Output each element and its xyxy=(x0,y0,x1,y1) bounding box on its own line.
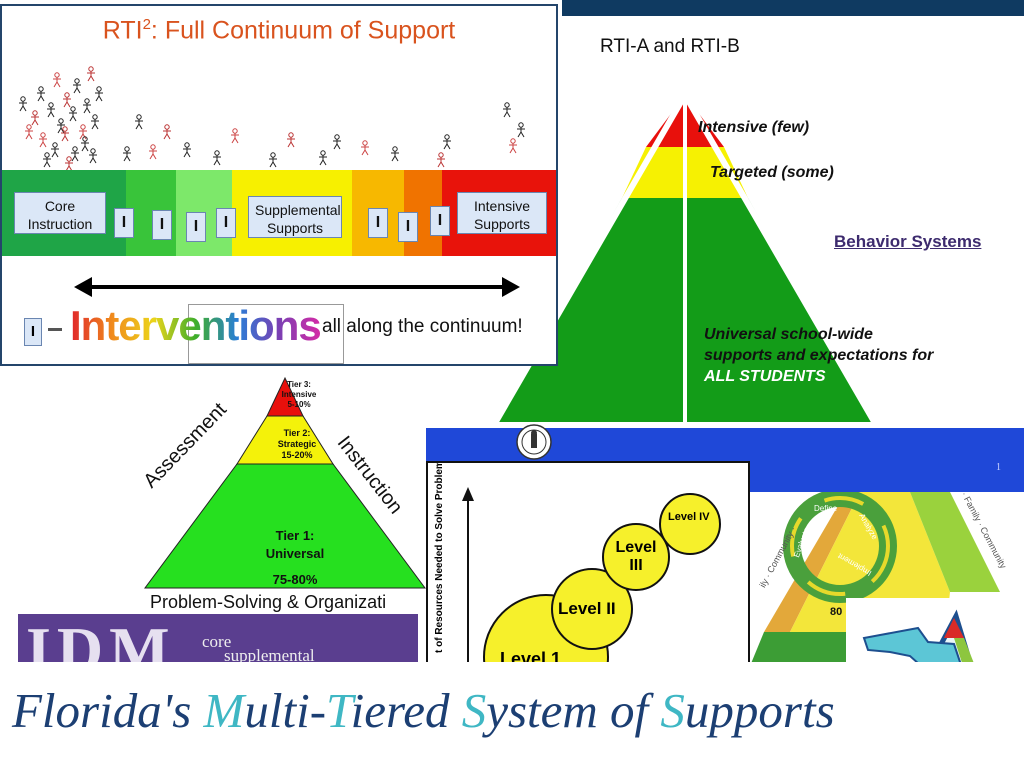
interventions-word: Interventions xyxy=(70,302,322,349)
student-figure-icon xyxy=(162,124,172,142)
student-figure-icon xyxy=(36,86,46,104)
student-figure-icon xyxy=(52,72,62,90)
student-figure-icon xyxy=(230,128,240,146)
tier2-label: Tier 2: Strategic 15-20% xyxy=(277,428,317,460)
student-figure-icon xyxy=(38,132,48,150)
student-figure-icon xyxy=(50,142,60,160)
student-figure-icon xyxy=(42,152,52,170)
student-figure-icon xyxy=(68,106,78,124)
student-figure-icon xyxy=(60,126,70,144)
level4-circle xyxy=(659,493,721,555)
student-figure-icon xyxy=(182,142,192,160)
idm-letters: IDM xyxy=(26,614,176,667)
student-figure-icon xyxy=(88,148,98,166)
level2-label: Level II xyxy=(558,599,616,618)
levels-svg xyxy=(462,487,721,664)
tier3-label: Tier 3: Intensive 5-10% xyxy=(281,380,317,409)
level2-circle xyxy=(551,568,633,650)
top-accent-bar xyxy=(562,0,1024,16)
student-figure-icon xyxy=(86,66,96,84)
student-figure-icon xyxy=(62,92,72,110)
student-figure-icon xyxy=(82,98,92,116)
levels-axis-label: t of Resources Needed to Solve Problem xyxy=(434,461,445,653)
intervention-marker: I xyxy=(216,208,236,238)
level4-label: Level IV xyxy=(668,511,710,523)
student-figure-icon xyxy=(148,144,158,162)
behavior-systems-link[interactable]: Behavior Systems xyxy=(834,232,982,251)
levels-diagram: t of Resources Needed to Solve Problem L… xyxy=(426,461,750,666)
student-figure-icon xyxy=(212,150,222,168)
level3-circle xyxy=(602,523,670,591)
continuum-text: all along the continuum! xyxy=(322,316,523,337)
behavior-pyramid xyxy=(488,89,882,428)
student-figure-icon xyxy=(46,102,56,120)
intensive-supports-box: Intensive Supports xyxy=(457,192,547,234)
legend-i-marker: I xyxy=(24,318,42,346)
student-figure-icon xyxy=(72,78,82,96)
student-figure-icon xyxy=(134,114,144,132)
student-figure-icon xyxy=(24,124,34,142)
seal-icon xyxy=(516,424,552,460)
rti2-continuum-panel: RTI2: Full Continuum of Support Core Ins… xyxy=(0,4,558,366)
student-figure-icon xyxy=(286,132,296,150)
student-figure-icon xyxy=(332,134,342,152)
intervention-marker: I xyxy=(114,208,134,238)
idm-supplemental: supplemental xyxy=(224,646,315,665)
student-figure-icon xyxy=(122,146,132,164)
arrow-right-icon xyxy=(502,277,520,297)
cycle-80: 80 xyxy=(830,606,843,618)
student-figure-icon xyxy=(436,152,446,170)
title-banner xyxy=(0,662,1024,768)
student-figure-icon xyxy=(18,96,28,114)
student-figure-icon xyxy=(90,114,100,132)
student-figure-icon xyxy=(80,136,90,154)
idm-core: core xyxy=(202,632,232,651)
pyramid-intensive-label: Intensive (few) xyxy=(698,119,810,136)
student-figure-icon xyxy=(442,134,452,152)
cycle-define: Define xyxy=(814,504,838,513)
student-figure-icon xyxy=(502,102,512,120)
intervention-marker: I xyxy=(398,212,418,242)
intervention-marker: I xyxy=(368,208,388,238)
idm-panel: IDM core supplemental xyxy=(18,614,418,666)
student-figure-icon xyxy=(56,118,66,136)
intervention-marker: I xyxy=(186,212,206,242)
problem-solving-label: Problem-Solving & Organizati xyxy=(150,592,387,612)
page-number: 1 xyxy=(996,462,1001,473)
mtss-title: Florida's Multi-Tiered System of Support… xyxy=(12,683,835,738)
pyramid-targeted-label: Targeted (some) xyxy=(710,164,834,181)
student-figure-icon xyxy=(516,122,526,140)
student-figure-icon xyxy=(70,146,80,164)
tier1-label: Tier 1: Universal 75-80% xyxy=(265,528,325,587)
continuum-arrow xyxy=(90,285,506,289)
interventions-frame xyxy=(188,304,344,364)
tier3-red xyxy=(266,376,304,417)
student-figure-icon xyxy=(30,110,40,128)
level3-label: Level III xyxy=(615,539,657,574)
student-figure-icon xyxy=(318,150,328,168)
student-figure-icon xyxy=(360,140,370,158)
level1-label: Level 1 xyxy=(500,649,562,666)
core-instruction-box: Core Instruction xyxy=(14,192,106,234)
intervention-marker: I xyxy=(430,206,450,236)
rti2-title: RTI2: Full Continuum of Support xyxy=(102,16,456,45)
student-figure-icon xyxy=(390,146,400,164)
supplemental-supports-box: Supplemental Supports xyxy=(248,196,342,238)
student-figure-icon xyxy=(94,86,104,104)
intervention-marker: I xyxy=(152,210,172,240)
tier-pyramid xyxy=(144,376,426,589)
legend-dash xyxy=(48,328,62,331)
pyramid-universal-label: Universal school-wide supports and expec… xyxy=(704,326,934,385)
student-figure-icon xyxy=(268,152,278,170)
student-figure-icon xyxy=(508,138,518,156)
rti-ab-heading: RTI-A and RTI-B xyxy=(600,36,740,57)
arrow-left-icon xyxy=(74,277,92,297)
